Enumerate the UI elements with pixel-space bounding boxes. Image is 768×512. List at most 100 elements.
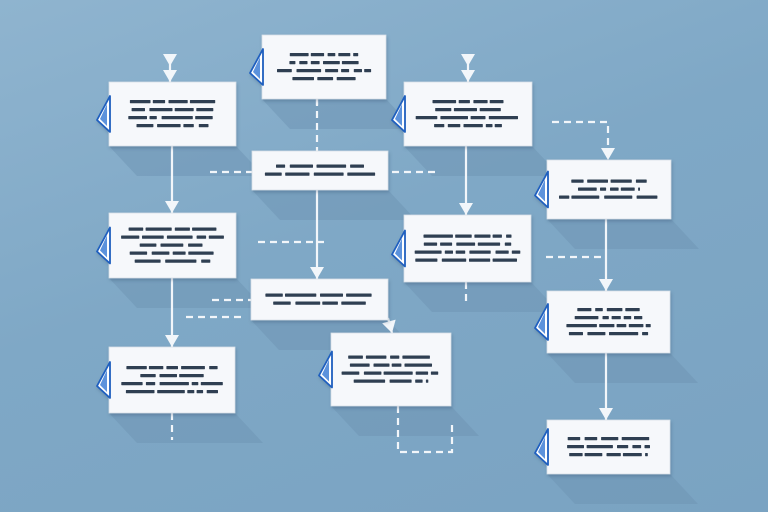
illegible-text-segment (159, 374, 177, 378)
node-shadow-d2 (547, 353, 698, 383)
illegible-text-segment (181, 366, 205, 370)
illegible-text-segment (338, 53, 351, 57)
node-card-b1 (249, 34, 387, 100)
illegible-text-segment (353, 379, 386, 383)
illegible-text-segment (645, 453, 648, 457)
illegible-text-segment (455, 234, 472, 238)
illegible-text-segment (166, 366, 178, 370)
illegible-text-segment (157, 390, 185, 394)
illegible-text-segment (149, 108, 173, 112)
illegible-text-segment (423, 234, 453, 238)
node-shadow-d1 (547, 219, 699, 249)
illegible-text-segment (206, 390, 218, 394)
illegible-text-segment (129, 100, 151, 104)
illegible-text-segment (625, 308, 640, 312)
illegible-text-segment (364, 69, 372, 73)
illegible-text-segment (209, 366, 218, 370)
illegible-text-segment (125, 390, 155, 394)
illegible-text-segment (373, 363, 390, 367)
illegible-text-segment (447, 124, 461, 128)
illegible-text-segment (129, 251, 148, 255)
illegible-text-segment (644, 445, 650, 449)
illegible-text-segment (432, 100, 457, 104)
arrow-head-b2-b3 (310, 267, 324, 279)
illegible-text-segment (469, 258, 491, 262)
illegible-text-segment (313, 172, 344, 176)
illegible-text-segment (159, 382, 189, 386)
illegible-text-segment (425, 379, 429, 383)
illegible-text-segment (310, 61, 320, 65)
illegible-text-segment (606, 453, 621, 457)
illegible-text-segment (341, 61, 359, 65)
illegible-text-segment (121, 382, 143, 386)
illegible-text-segment (632, 445, 642, 449)
illegible-text-segment (323, 61, 340, 65)
illegible-text-segment (621, 437, 650, 441)
illegible-text-segment (174, 227, 190, 231)
illegible-text-segment (504, 242, 512, 246)
illegible-text-segment (292, 77, 314, 81)
illegible-text-segment (485, 124, 493, 128)
arrow-head-top-2 (461, 54, 475, 66)
illegible-text-segment (299, 61, 308, 65)
illegible-text-segment (145, 382, 156, 386)
illegible-text-segment (456, 242, 476, 246)
node-card-b2 (251, 150, 389, 191)
illegible-text-segment (601, 437, 619, 441)
arrow-head-b3-c3 (382, 319, 396, 333)
arrow-head-entry-1 (163, 70, 177, 82)
illegible-text-segment (168, 100, 188, 104)
illegible-text-segment (566, 324, 597, 328)
illegible-text-segment (477, 242, 501, 246)
illegible-text-segment (201, 259, 211, 263)
tab-accent (100, 104, 107, 126)
illegible-text-segment (196, 390, 204, 394)
illegible-text-segment (325, 69, 339, 73)
illegible-text-segment (128, 227, 144, 231)
folder-tab-icon (96, 95, 111, 133)
illegible-text-segment (506, 234, 512, 238)
illegible-text-segment (353, 69, 362, 73)
illegible-text-segment (365, 355, 387, 359)
node-box-c1 (403, 81, 533, 147)
illegible-text-segment (166, 235, 193, 239)
illegible-text-segment (458, 100, 470, 104)
illegible-text-segment (145, 227, 172, 231)
illegible-text-segment (628, 324, 644, 328)
node-card-a1 (96, 81, 237, 147)
illegible-text-segment (474, 234, 491, 238)
illegible-text-segment (634, 316, 643, 320)
illegible-text-segment (149, 116, 157, 120)
illegible-text-segment (348, 355, 363, 359)
node-box-c2 (403, 214, 532, 283)
tab-accent (538, 437, 545, 459)
illegible-text-segment (635, 179, 647, 183)
illegible-text-segment (179, 374, 204, 378)
illegible-text-segment (196, 108, 214, 112)
illegible-text-segment (276, 164, 286, 168)
illegible-text-segment (415, 371, 429, 375)
illegible-text-segment (346, 293, 372, 297)
illegible-text-segment (389, 379, 412, 383)
illegible-text-segment (336, 77, 356, 81)
illegible-text-segment (600, 187, 607, 191)
tab-accent (395, 104, 402, 126)
illegible-text-segment (587, 332, 606, 336)
folder-tab-icon (391, 95, 406, 133)
node-card-c2 (391, 214, 532, 283)
illegible-text-segment (611, 316, 621, 320)
arrow-head-entry-2 (461, 70, 475, 82)
illegible-text-segment (489, 100, 504, 104)
illegible-text-segment (494, 124, 502, 128)
illegible-text-segment (404, 363, 432, 367)
illegible-text-segment (616, 324, 627, 328)
illegible-text-segment (349, 363, 370, 367)
illegible-text-segment (469, 250, 491, 254)
illegible-text-segment (289, 164, 313, 168)
illegible-text-segment (414, 250, 442, 254)
illegible-text-segment (151, 251, 170, 255)
node-box-b2 (251, 150, 389, 191)
illegible-text-segment (134, 259, 161, 263)
illegible-text-segment (584, 453, 603, 457)
